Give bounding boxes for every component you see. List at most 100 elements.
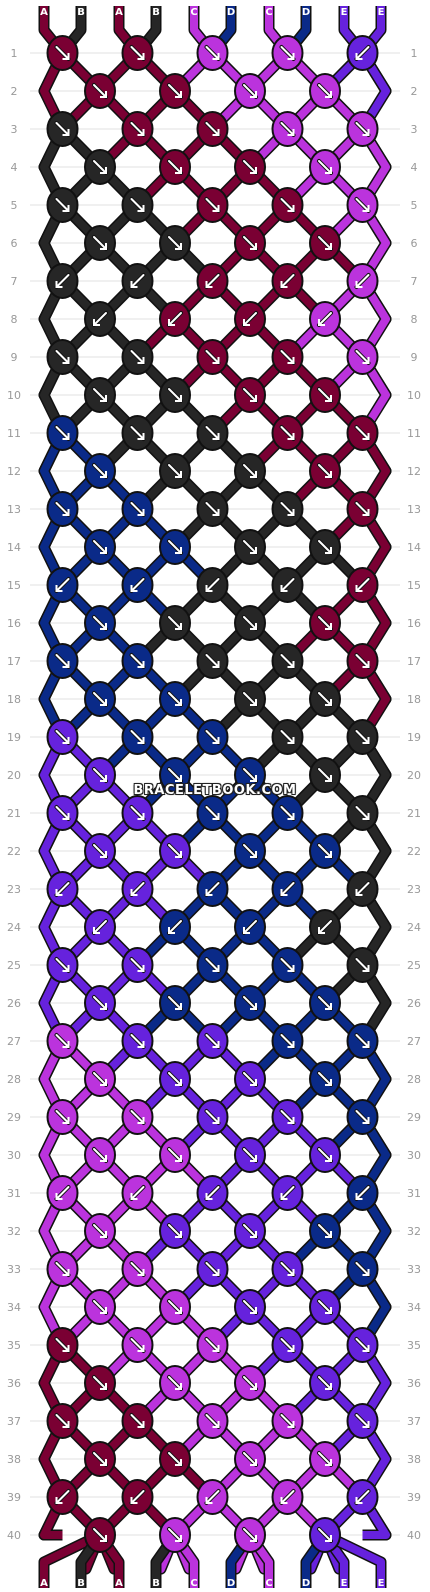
arrow-down-right-icon [318, 388, 332, 402]
arrow-head [175, 395, 182, 402]
knot [346, 111, 379, 147]
arrow-head [100, 1459, 107, 1466]
knot [84, 833, 116, 869]
arrow-head [250, 167, 257, 174]
knot [159, 453, 191, 489]
arrow-down-right-icon [205, 122, 220, 136]
arrow-head [212, 53, 220, 60]
arrow-down-right-icon [205, 654, 220, 668]
arrow-head [137, 1269, 145, 1276]
arrow-head [212, 1345, 220, 1352]
knot [196, 35, 229, 71]
knot [84, 1365, 116, 1401]
knot [234, 529, 266, 565]
row-number-right: 9 [411, 351, 418, 364]
arrow-head [62, 433, 70, 440]
knot [159, 377, 191, 413]
knot [46, 1479, 79, 1515]
arrow-head [325, 547, 332, 554]
arrow-down-right-icon [355, 1034, 370, 1048]
arrow-down-right-icon [280, 730, 295, 744]
arrow-head [212, 965, 220, 972]
arrow-down-right-icon [280, 654, 295, 668]
row-number-left: 16 [7, 617, 21, 630]
arrow-head [325, 1003, 332, 1010]
arrow-head [362, 813, 370, 820]
arrow-head [62, 965, 70, 972]
knot [46, 111, 79, 147]
arrow-down-right-icon [55, 1338, 70, 1352]
knot [234, 73, 266, 109]
knot [121, 1403, 154, 1439]
knot [121, 339, 154, 375]
knot [84, 605, 116, 641]
knot [271, 871, 304, 907]
arrow-down-right-icon [205, 730, 220, 744]
knot [46, 1175, 79, 1211]
knot [46, 1327, 79, 1363]
knot [84, 1213, 116, 1249]
arrow-head [130, 889, 138, 896]
strand-label-top: B [152, 7, 160, 18]
arrow-head [137, 813, 145, 820]
arrow-down-right-icon [93, 692, 107, 706]
arrow-head [100, 167, 107, 174]
strand-label-top: A [40, 7, 48, 18]
knot [234, 909, 266, 945]
arrow-down-right-icon [243, 160, 257, 174]
arrow-head [362, 1041, 370, 1048]
arrow-down-right-icon [205, 1034, 220, 1048]
row-number-right: 30 [407, 1149, 421, 1162]
arrow-head [137, 661, 145, 668]
knot [159, 1365, 191, 1401]
arrow-head [287, 965, 295, 972]
row-number-right: 40 [407, 1529, 421, 1542]
arrow-down-right-icon [130, 806, 145, 820]
knot [46, 263, 79, 299]
knot [234, 605, 266, 641]
knot [46, 339, 79, 375]
arrow-head [137, 509, 145, 516]
knot [46, 35, 79, 71]
arrow-down-right-icon [205, 1414, 220, 1428]
arrow-head [55, 1497, 63, 1504]
arrow-down-right-icon [243, 844, 257, 858]
arrow-down-right-icon [318, 692, 332, 706]
knot [159, 225, 191, 261]
arrow-down-right-icon [205, 426, 220, 440]
knot [271, 1479, 304, 1515]
arrow-head [100, 1079, 107, 1086]
arrow-head [55, 889, 63, 896]
knot [309, 1289, 341, 1325]
arrow-head [325, 623, 332, 630]
arrow-down-right-icon [205, 502, 220, 516]
strand-stub-bottom [40, 1531, 102, 1588]
knot [84, 1517, 116, 1553]
row-number-right: 3 [411, 123, 418, 136]
arrow-head [250, 1155, 257, 1162]
knot [159, 1213, 191, 1249]
knot [84, 1441, 116, 1477]
knot [196, 339, 229, 375]
arrow-down-right-icon [318, 616, 332, 630]
arrow-down-right-icon [130, 426, 145, 440]
row-number-left: 25 [7, 959, 21, 972]
arrow-down-right-icon [243, 1376, 257, 1390]
knot [309, 605, 341, 641]
knot [159, 1137, 191, 1173]
knot [271, 795, 304, 831]
knot [121, 1023, 154, 1059]
row-number-right: 19 [407, 731, 421, 744]
arrow-head [280, 889, 288, 896]
arrow-head [212, 509, 220, 516]
row-number-left: 1 [11, 47, 18, 60]
arrow-head [100, 395, 107, 402]
arrow-head [130, 281, 138, 288]
row-number-left: 20 [7, 769, 21, 782]
row-number-left: 35 [7, 1339, 21, 1352]
arrow-head [205, 1497, 213, 1504]
knot [309, 73, 341, 109]
arrow-down-right-icon [205, 198, 220, 212]
knot [346, 263, 379, 299]
knot [196, 1327, 229, 1363]
